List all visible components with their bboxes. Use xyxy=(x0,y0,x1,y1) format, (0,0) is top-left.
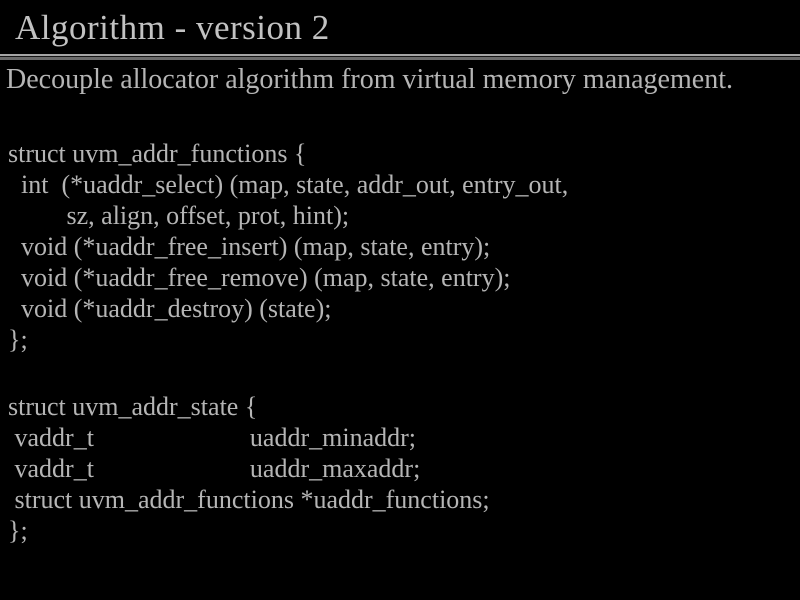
title-underline xyxy=(0,54,800,60)
code-block-uvm-addr-state: struct uvm_addr_state { vaddr_t uaddr_mi… xyxy=(8,392,490,545)
title-underline-highlight xyxy=(0,54,800,56)
slide-title: Algorithm - version 2 xyxy=(15,8,330,47)
title-underline-shadow xyxy=(0,57,800,60)
code-block-uvm-addr-functions: struct uvm_addr_functions { int (*uaddr_… xyxy=(8,139,569,354)
title-underline-gap xyxy=(0,56,800,57)
slide-subtitle: Decouple allocator algorithm from virtua… xyxy=(6,64,733,95)
